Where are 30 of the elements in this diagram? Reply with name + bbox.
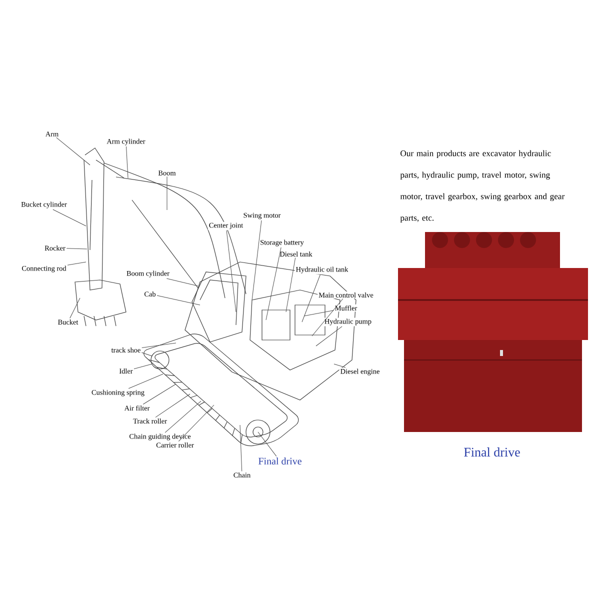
leader-line [70, 298, 80, 319]
leader-line [164, 400, 202, 433]
leader-line [302, 274, 321, 322]
leader-line [252, 220, 262, 300]
leader-line [316, 326, 342, 346]
leader-line [52, 209, 86, 226]
leader-line [240, 424, 242, 472]
leader-line [304, 310, 334, 316]
leader-line [56, 137, 90, 166]
leader-line [258, 432, 277, 457]
leader-line [128, 374, 164, 389]
leader-line [266, 247, 282, 320]
leader-line [312, 298, 344, 336]
leader-line [126, 146, 128, 178]
leader-line [142, 342, 176, 348]
leader-line [66, 248, 88, 250]
leader-line [155, 394, 190, 418]
leader-line [226, 230, 236, 312]
part-label: Final drive [257, 456, 303, 466]
picture-caption: Final drive [464, 447, 520, 457]
leader-line [286, 258, 296, 312]
leader-line [134, 364, 152, 370]
leader-line [166, 176, 168, 210]
leader-line [142, 384, 176, 404]
description-paragraph: Our main products are excavator hydraulic parts, hydraulic pump, travel motor, swing motor, travel gearbox, swing gearbox and gear parts, etc. [400, 150, 565, 222]
leader-line [156, 295, 200, 306]
leader-line [178, 404, 214, 442]
leader-line [67, 262, 86, 266]
leader-line [166, 278, 198, 286]
leader-line [334, 364, 346, 368]
